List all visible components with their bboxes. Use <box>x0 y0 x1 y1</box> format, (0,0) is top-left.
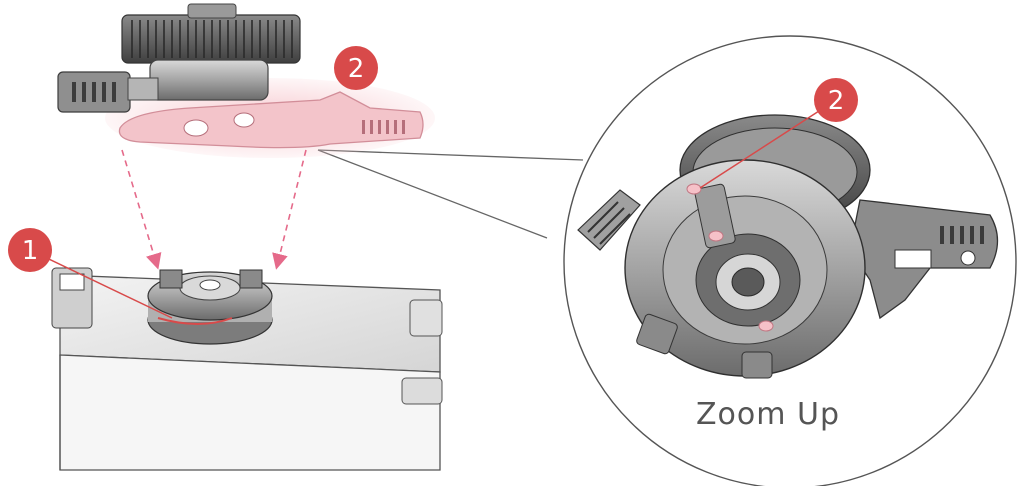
plate-part-2 <box>118 91 424 149</box>
marker-2-top-label: 2 <box>348 54 365 84</box>
insertion-arrows <box>121 149 307 270</box>
quick-release-top <box>57 3 435 158</box>
zoom-up-label: Zoom Up <box>696 397 840 432</box>
zoom-main-disc <box>624 159 866 379</box>
marker-2-zoom: 2 <box>699 78 858 189</box>
marker-1: 1 <box>8 228 173 319</box>
mount-socket-part-1 <box>147 269 273 345</box>
marker-1-label: 1 <box>22 236 39 266</box>
knurled-knob <box>121 3 301 64</box>
zoomed-mount <box>577 114 999 379</box>
device-body <box>51 267 443 471</box>
left-lever <box>57 71 159 113</box>
marker-2-top: 2 <box>334 46 378 90</box>
zoom-lever <box>849 199 999 320</box>
marker-2-zoom-label: 2 <box>828 86 845 116</box>
zoom-left-lever <box>577 189 641 251</box>
